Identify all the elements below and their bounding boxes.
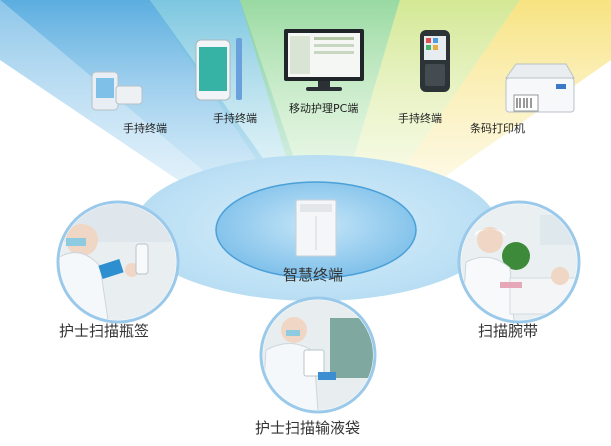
smart-terminal-icon: [295, 199, 337, 257]
monitor-icon: [284, 29, 364, 91]
scene-label-scan-wristband: 扫描腕带: [478, 322, 539, 340]
scene-label-nurse-scan-bag: 护士扫描输液袋: [255, 419, 361, 437]
device-label-pc: 移动护理PC端: [289, 102, 359, 115]
smartphone-icon: [195, 38, 242, 101]
device-label-handheld-2: 手持终端: [213, 112, 257, 125]
device-label-printer: 条码打印机: [470, 122, 525, 135]
scene-label-nurse-scan-bottle: 护士扫描瓶签: [59, 322, 150, 340]
handheld-reader-icon: [91, 71, 143, 111]
signal-beams: [0, 0, 611, 215]
device-label-handheld-3: 手持终端: [398, 112, 442, 125]
scene-photo-nurse-scan-bag: [259, 296, 377, 414]
device-label-handheld-1: 手持终端: [123, 122, 167, 135]
beam-yellow: [375, 0, 611, 215]
beam-lime: [340, 0, 520, 210]
beam-blue: [0, 0, 300, 210]
barcode-printer-icon: [505, 63, 575, 113]
center-label: 智慧终端: [283, 266, 344, 284]
pda-scanner-icon: [420, 30, 450, 92]
beam-blue-left: [0, 0, 250, 215]
scene-photo-scan-wristband: [457, 200, 581, 324]
scene-photo-nurse-scan-bottle: [56, 200, 180, 324]
